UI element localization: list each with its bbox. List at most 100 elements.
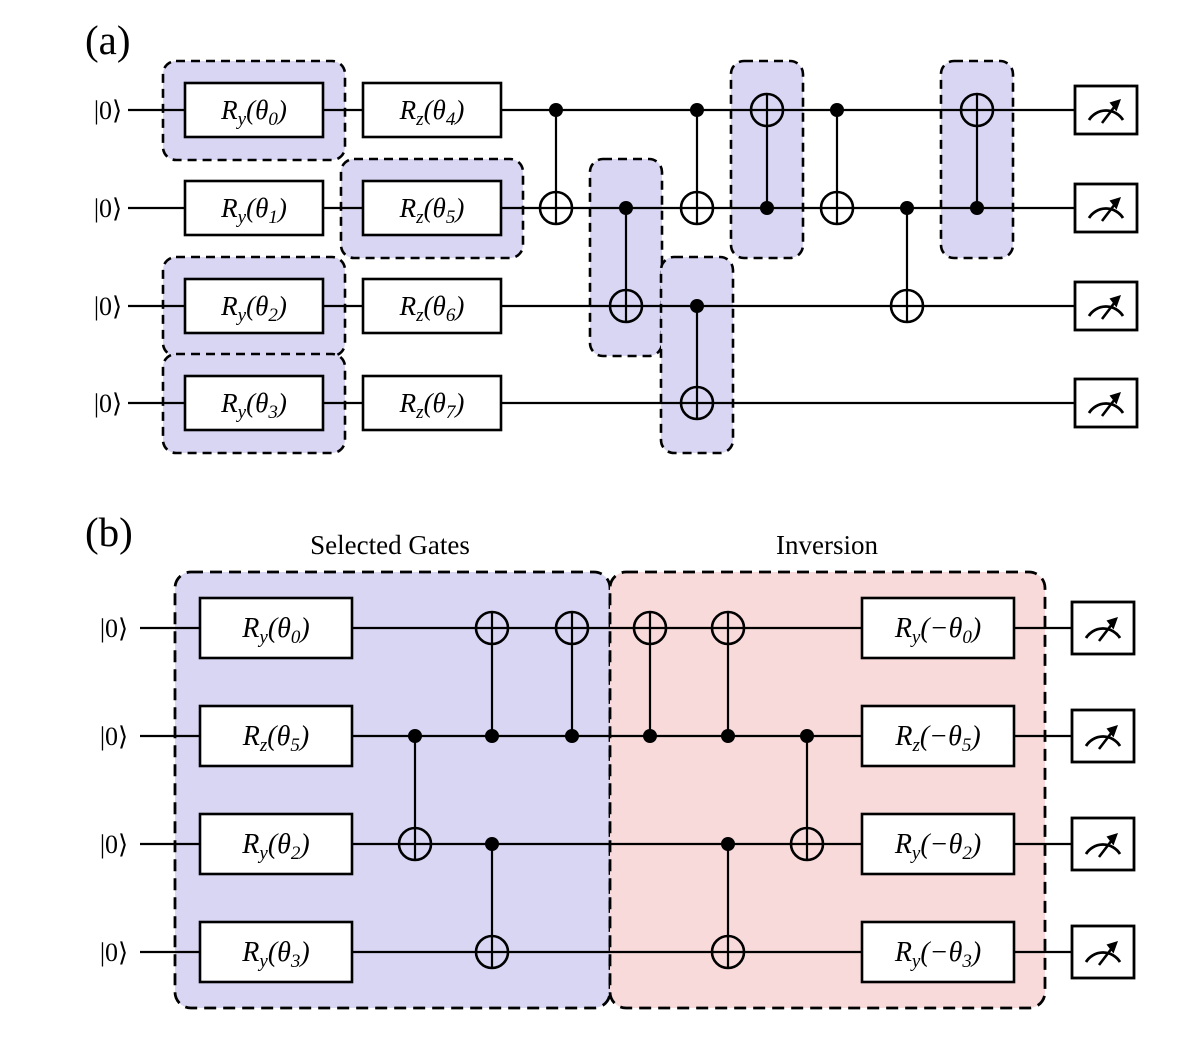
- inverse-rotation-gate-box: [860, 920, 1016, 984]
- cnot-control-dot: [721, 837, 735, 851]
- measurement-gauge-arc: [1087, 305, 1125, 317]
- rotation-gate-box: [183, 277, 325, 335]
- cnot-target: [397, 826, 433, 862]
- qubit-ket-label: |0⟩: [94, 389, 122, 418]
- cnot-target: [538, 190, 574, 226]
- measurement-gauge-arc: [1084, 627, 1122, 639]
- measurement-needle: [1097, 839, 1114, 858]
- inverse-rotation-gate-box: [860, 596, 1016, 660]
- forward-rotation-gate-box: [198, 596, 354, 660]
- measurement-needle: [1100, 105, 1117, 124]
- cnot-control-dot: [619, 201, 633, 215]
- rotation-gate-box: [183, 81, 325, 139]
- inversion-region: [608, 570, 1047, 1010]
- cnot-control-dot: [900, 201, 914, 215]
- inverse-rotation-gate-label: Ry(−θ2): [894, 829, 981, 864]
- measurement-needle-arrowhead: [1109, 99, 1121, 112]
- measurement-needle-arrowhead: [1106, 941, 1118, 954]
- cnot-control-dot: [485, 837, 499, 851]
- measurement-needle-arrowhead: [1109, 295, 1121, 308]
- cnot-target: [710, 934, 746, 970]
- qubit-ket-label: |0⟩: [94, 194, 122, 223]
- cnot-control-dot: [721, 729, 735, 743]
- cnot-target: [889, 288, 925, 324]
- cnot-target: [959, 92, 995, 128]
- inverse-rotation-gate-box: [860, 704, 1016, 768]
- measurement-gauge-arc: [1087, 109, 1125, 121]
- measurement-needle-arrowhead: [1109, 197, 1121, 210]
- qubit-ket-label: |0⟩: [100, 614, 128, 643]
- measurement-needle: [1100, 203, 1117, 222]
- rotation-gate-box: [183, 374, 325, 432]
- qubit-ket-label: |0⟩: [94, 292, 122, 321]
- cnot-control-dot: [690, 299, 704, 313]
- cnot-control-dot: [830, 103, 844, 117]
- cnot-control-dot: [970, 201, 984, 215]
- rotation-gate-box: [361, 179, 503, 237]
- rotation-gate-box: [183, 179, 325, 237]
- measurement-needle: [1097, 947, 1114, 966]
- qubit-ket-label: |0⟩: [100, 830, 128, 859]
- panel-b-label: (b): [85, 509, 133, 555]
- measurement-gauge-arc: [1087, 402, 1125, 414]
- measurement-needle-arrowhead: [1106, 725, 1118, 738]
- cnot-control-dot: [485, 729, 499, 743]
- cnot-control-dot: [760, 201, 774, 215]
- qubit-ket-label: |0⟩: [100, 938, 128, 967]
- cnot-target: [474, 934, 510, 970]
- cnot-target: [819, 190, 855, 226]
- cnot-target: [679, 190, 715, 226]
- cnot-control-dot: [565, 729, 579, 743]
- measurement-needle: [1097, 623, 1114, 642]
- forward-rotation-gate-label: Ry(θ3): [241, 937, 309, 972]
- qubit-ket-label: |0⟩: [100, 722, 128, 751]
- panel-a-label: (a): [85, 17, 131, 63]
- rotation-gate-label: Ry(θ3): [220, 388, 287, 423]
- cnot-control-dot: [690, 103, 704, 117]
- measurement-gauge-arc: [1087, 207, 1125, 219]
- selected-gates-region-title: Selected Gates: [310, 530, 470, 560]
- cnot-target: [554, 610, 590, 646]
- rotation-gate-label: Ry(θ2): [220, 291, 287, 326]
- inverse-rotation-gate-label: Ry(−θ0): [894, 613, 981, 648]
- cnot-control-dot: [549, 103, 563, 117]
- measurement-box: [1070, 600, 1136, 656]
- cnot-control-dot: [408, 729, 422, 743]
- inverse-rotation-gate-box: [860, 812, 1016, 876]
- rotation-gate-label: Rz(θ6): [399, 291, 465, 326]
- rotation-gate-label: Ry(θ0): [220, 95, 287, 130]
- measurement-gauge-arc: [1084, 843, 1122, 855]
- rotation-gate-label: Rz(θ7): [399, 388, 465, 423]
- forward-rotation-gate-box: [198, 920, 354, 984]
- measurement-needle-arrowhead: [1106, 617, 1118, 630]
- measurement-needle-arrowhead: [1109, 392, 1121, 405]
- cnot-target: [789, 826, 825, 862]
- cnot-target: [679, 385, 715, 421]
- forward-rotation-gate-label: Rz(θ5): [242, 721, 309, 756]
- cnot-control-dot: [800, 729, 814, 743]
- rotation-gate-box: [361, 277, 503, 335]
- rotation-gate-label: Rz(θ5): [399, 193, 465, 228]
- rotation-gate-box: [361, 374, 503, 432]
- forward-rotation-gate-box: [198, 812, 354, 876]
- measurement-needle-arrowhead: [1106, 833, 1118, 846]
- qubit-ket-label: |0⟩: [94, 96, 122, 125]
- cnot-target: [474, 610, 510, 646]
- measurement-needle: [1100, 398, 1117, 417]
- cnot-control-dot: [643, 729, 657, 743]
- cnot-target: [608, 288, 644, 324]
- cnot-target: [710, 610, 746, 646]
- inverse-rotation-gate-label: Ry(−θ3): [894, 937, 981, 972]
- forward-rotation-gate-box: [198, 704, 354, 768]
- rotation-gate-label: Ry(θ1): [220, 193, 287, 228]
- measurement-gauge-arc: [1084, 735, 1122, 747]
- measurement-needle: [1097, 731, 1114, 750]
- inversion-region-title: Inversion: [776, 530, 878, 560]
- cnot-target: [749, 92, 785, 128]
- rotation-gate-box: [361, 81, 503, 139]
- forward-rotation-gate-label: Ry(θ0): [241, 613, 309, 648]
- inverse-rotation-gate-label: Rz(−θ5): [894, 721, 980, 756]
- forward-rotation-gate-label: Ry(θ2): [241, 829, 309, 864]
